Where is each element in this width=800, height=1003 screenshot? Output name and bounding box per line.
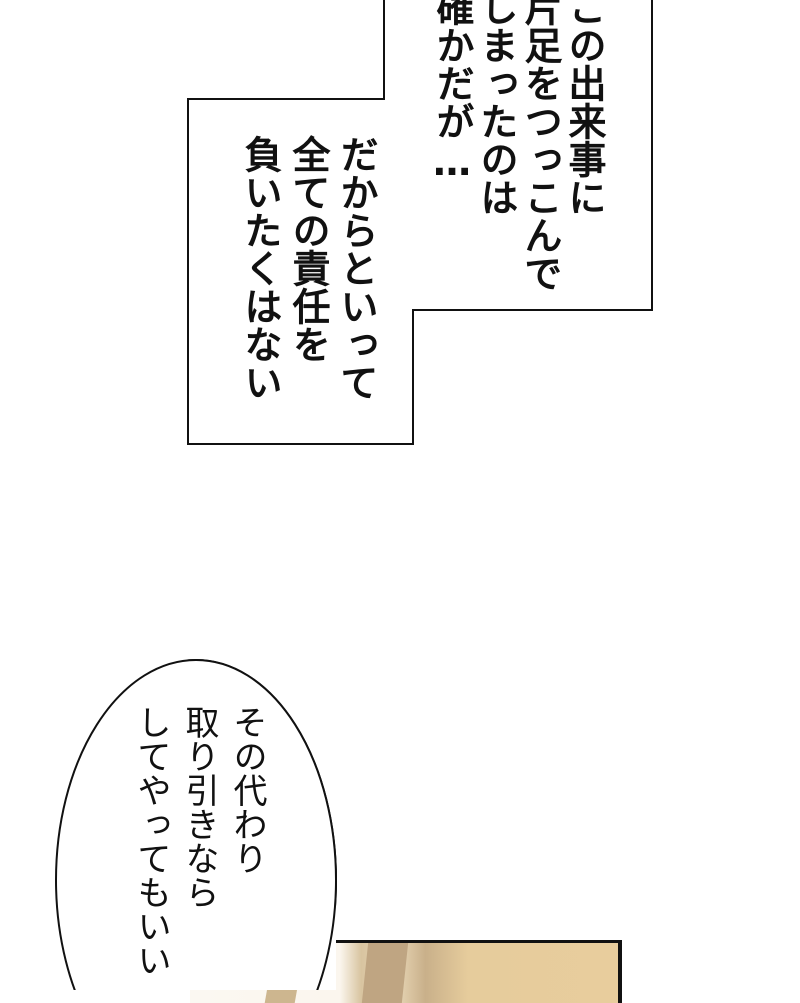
caption-top-line-4: 確かだが… [430, 0, 474, 184]
caption-top-line-3: しまったのは [474, 0, 518, 216]
speech-line-3: してやってもいい [131, 705, 171, 977]
caption-middle-line-3: 負いたくはない [238, 135, 282, 401]
caption-top-line-1: この出来事に [562, 0, 606, 216]
caption-middle-line-1: だからといって [334, 135, 378, 401]
caption-middle-line-2: 全ての責任を [286, 135, 330, 363]
speech-line-1: その代わり [227, 705, 267, 875]
speech-line-2: 取り引きなら [179, 705, 219, 909]
caption-box-top-outline [187, 0, 653, 445]
caption-top-line-2: 片足をつっこんで [518, 0, 562, 292]
